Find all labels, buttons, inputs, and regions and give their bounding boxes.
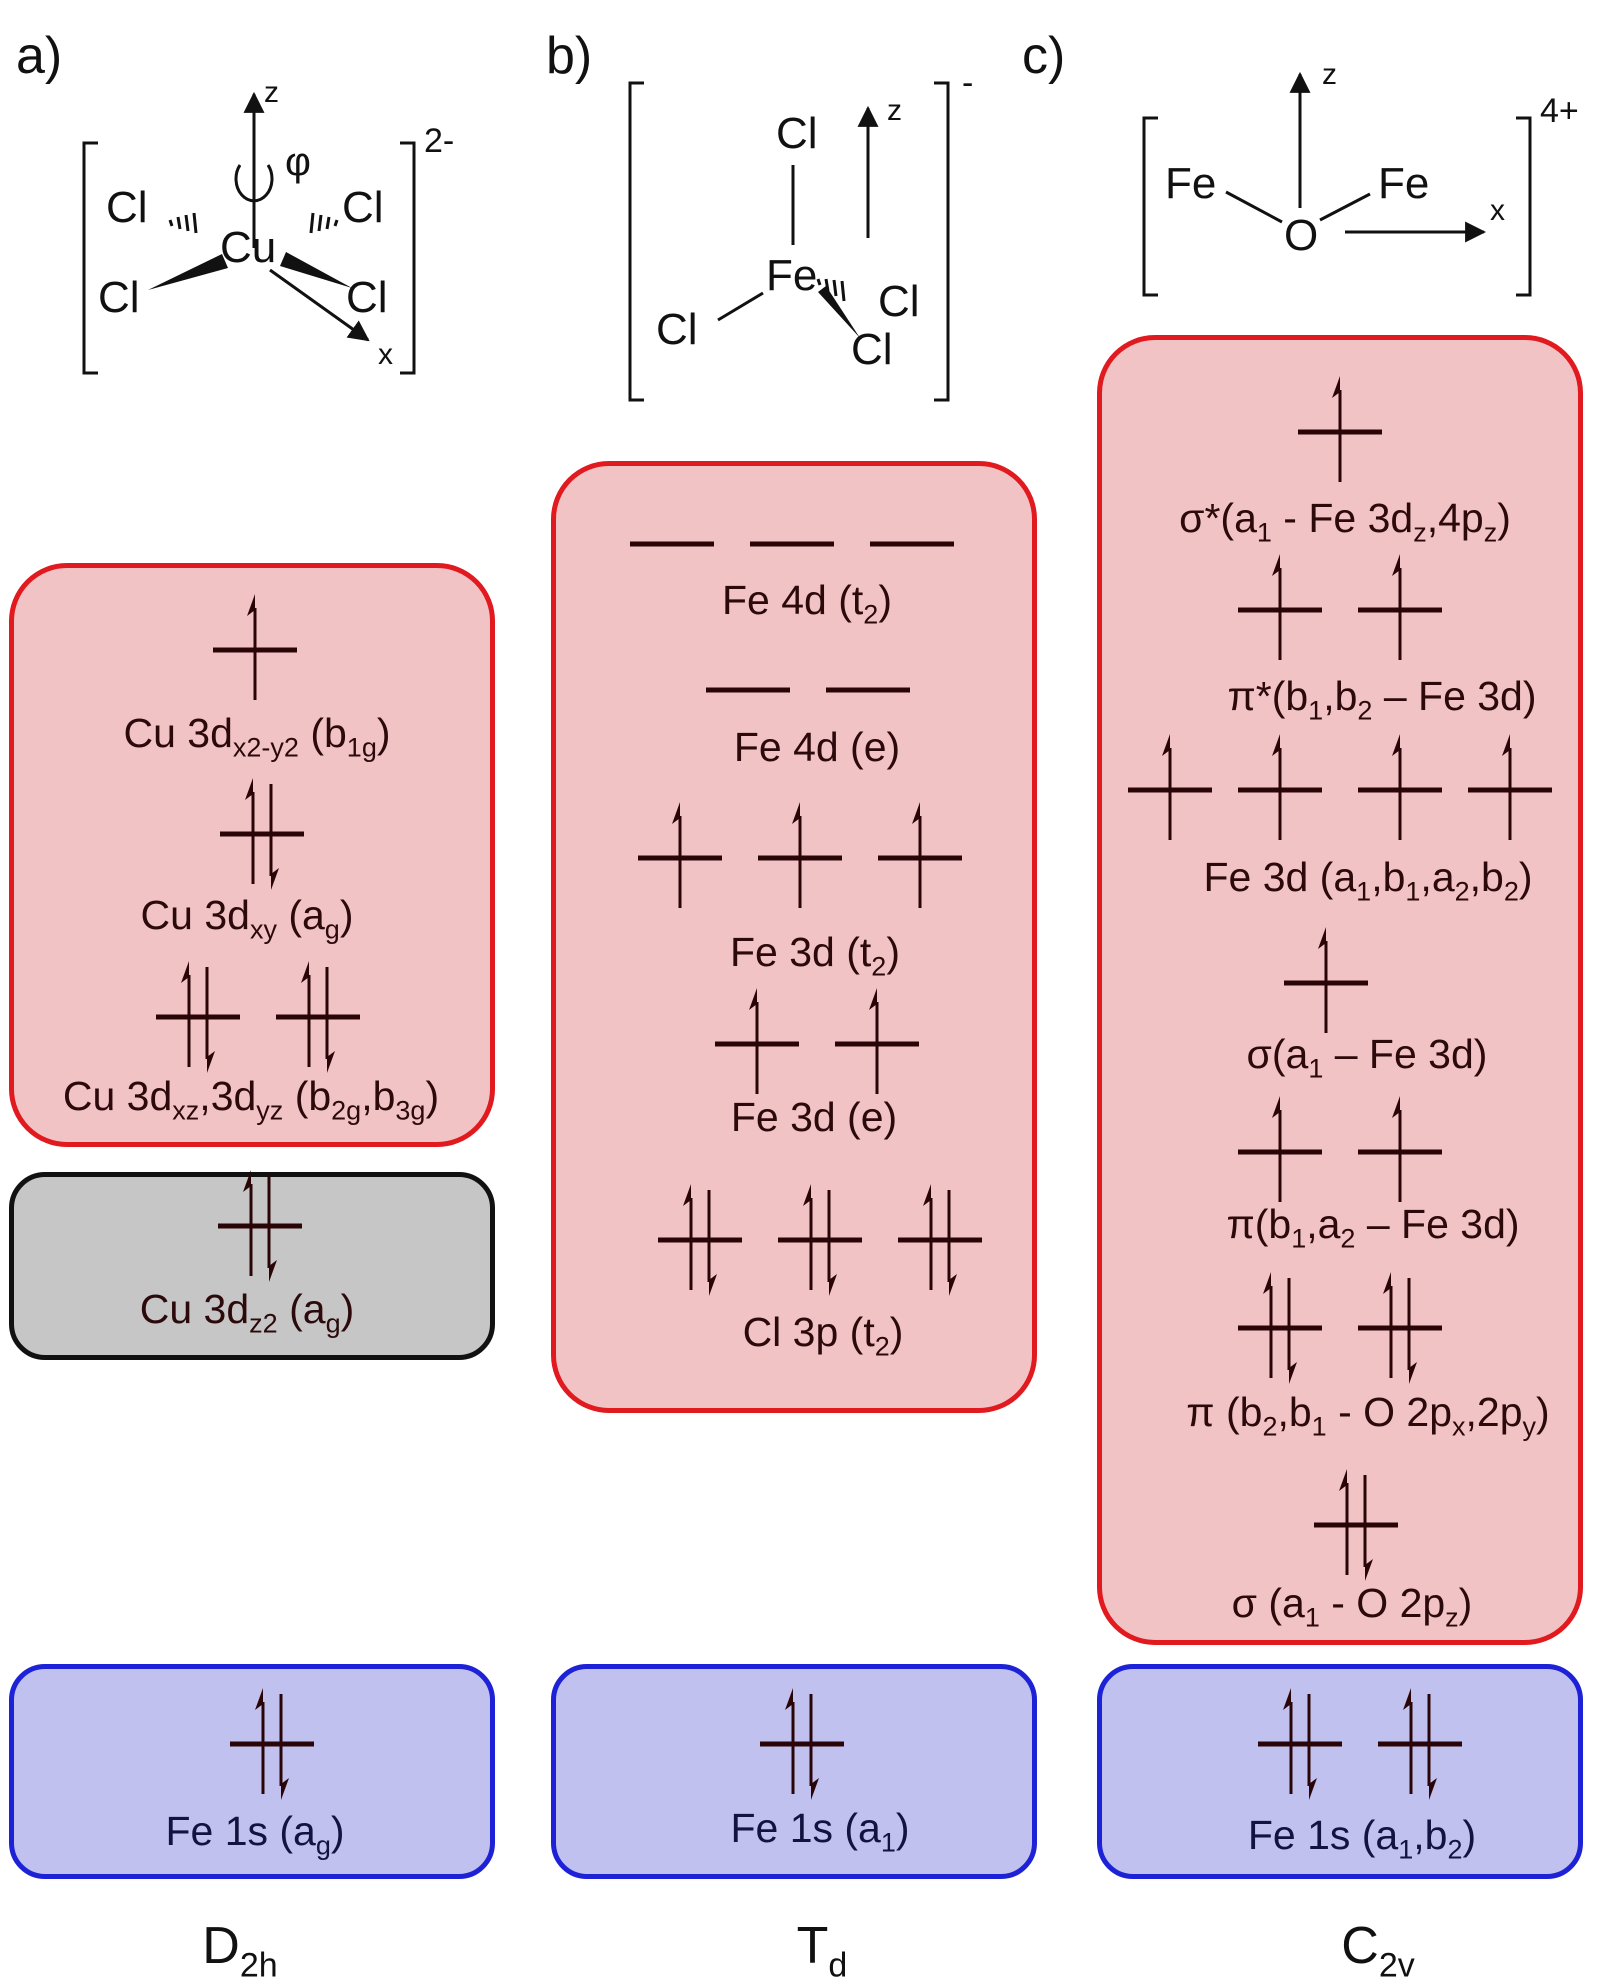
panel-label-b: b): [546, 27, 593, 85]
level-label: Cl 3p (t2): [742, 1309, 904, 1362]
orbital-level: [1358, 1272, 1442, 1384]
svg-text:φ: φ: [285, 140, 311, 184]
orbital-level: [1238, 554, 1322, 660]
svg-text:Cl: Cl: [106, 183, 148, 232]
orbital-level: [638, 802, 722, 908]
orbital-level: [1378, 1688, 1462, 1800]
orbital-level: [1284, 927, 1368, 1033]
charge-label: -: [962, 64, 973, 102]
orbital-level: [213, 594, 297, 700]
molecule-a: [82, 91, 416, 375]
level-label: σ (a1 - O 2pz): [1231, 1580, 1473, 1633]
orbital-level: [1238, 1096, 1322, 1202]
orbital-level: [1358, 554, 1442, 660]
orbital-level: [1238, 1272, 1322, 1384]
level-label: π(b1,a2 – Fe 3d): [1226, 1201, 1520, 1254]
svg-text:Cl: Cl: [776, 109, 818, 158]
svg-text:Fe: Fe: [1165, 159, 1216, 208]
level-label: Fe 4d (e): [733, 724, 901, 770]
orbital-level: [778, 1184, 862, 1296]
wedge-bond: [148, 254, 228, 290]
svg-text:Cl: Cl: [98, 273, 140, 322]
level-label: Fe 1s (a1): [730, 1805, 910, 1858]
svg-text:Cl: Cl: [851, 325, 893, 374]
level-label: Cu 3dxz,3dyz (b2g,b3g): [62, 1073, 440, 1126]
molecule-b: [628, 81, 950, 402]
orbital-level: [1238, 734, 1322, 840]
panel-c-valence-box: [1097, 335, 1583, 1645]
panel-label-a: a): [16, 27, 63, 85]
orbital-level: [230, 1688, 314, 1800]
level-label: σ(a1 – Fe 3d): [1246, 1031, 1488, 1084]
level-label: Cu 3dxy (ag): [140, 892, 354, 945]
center-atom: Cu: [220, 223, 276, 272]
level-label: Cu 3dz2 (ag): [139, 1286, 355, 1339]
orbital-level: [758, 802, 842, 908]
point-group-c2v: C2v: [1341, 1917, 1415, 1985]
orbital-level: [1298, 376, 1382, 482]
orbital-level: [715, 988, 799, 1094]
charge-label: 2-: [424, 122, 454, 160]
orbital-levels: [156, 376, 1552, 1800]
svg-text:Cl: Cl: [342, 183, 384, 232]
svg-text:x: x: [1490, 194, 1505, 227]
orbital-level: [1358, 734, 1442, 840]
molecule-c-labels: Fe Fe O z x 4+: [1165, 58, 1579, 260]
orbital-level: [1128, 734, 1212, 840]
svg-text:z: z: [1322, 58, 1337, 91]
orbital-level: [1358, 1096, 1442, 1202]
level-label: Cu 3dx2-y2 (b1g): [123, 710, 391, 763]
rotation-arrow: [234, 164, 274, 203]
x-axis-arrow: [269, 268, 370, 342]
level-label: Fe 3d (e): [730, 1094, 898, 1140]
panel-c-core-box: [1097, 1664, 1583, 1879]
level-label: π*(b1,b2 – Fe 3d): [1227, 673, 1537, 726]
orbital-level: [1468, 734, 1552, 840]
svg-text:x: x: [378, 338, 393, 371]
svg-text:Fe: Fe: [1378, 159, 1429, 208]
orbital-level: [835, 988, 919, 1094]
panel-b-valence-box: [551, 461, 1037, 1413]
panel-label-c: c): [1022, 27, 1066, 85]
orbital-level: [1314, 1469, 1398, 1581]
orbital-level: [156, 961, 240, 1073]
orbital-level: [760, 1688, 844, 1800]
svg-text:Cl: Cl: [878, 277, 920, 326]
level-label: Fe 4d (t2): [722, 577, 892, 630]
orbital-level: [220, 778, 304, 890]
point-group-td: Td: [796, 1917, 848, 1985]
panel-b-core-box: [551, 1664, 1037, 1879]
level-label: Fe 1s (a1,b2): [1247, 1812, 1477, 1865]
level-label: Fe 1s (ag): [165, 1808, 345, 1861]
level-label: Fe 3d (t2): [730, 929, 900, 982]
panel-a-valence-box: [9, 563, 495, 1147]
orbital-level: [658, 1184, 742, 1296]
svg-text:Cl: Cl: [656, 305, 698, 354]
orbital-level: [878, 802, 962, 908]
svg-text:Cl: Cl: [346, 273, 388, 322]
orbital-level: [1258, 1688, 1342, 1800]
panel-a-core-box: [9, 1664, 495, 1879]
orbital-level: [276, 961, 360, 1073]
center-atom: Fe: [766, 251, 817, 300]
level-label: Fe 3d (a1,b1,a2,b2): [1203, 854, 1533, 907]
wedge-bond: [280, 252, 352, 288]
orbital-level: [218, 1170, 302, 1282]
wedge-bond: [818, 286, 860, 338]
point-group-d2h: D2h: [202, 1917, 278, 1985]
level-label: σ*(a1 - Fe 3dz,4pz): [1179, 495, 1511, 548]
orbital-level: [898, 1184, 982, 1296]
center-atom: O: [1284, 211, 1318, 260]
charge-label: 4+: [1540, 92, 1579, 130]
svg-text:z: z: [887, 94, 902, 127]
molecule-c: [1142, 71, 1532, 297]
svg-text:z: z: [264, 76, 279, 109]
level-label: π (b2,b1 - O 2px,2py): [1186, 1389, 1550, 1442]
